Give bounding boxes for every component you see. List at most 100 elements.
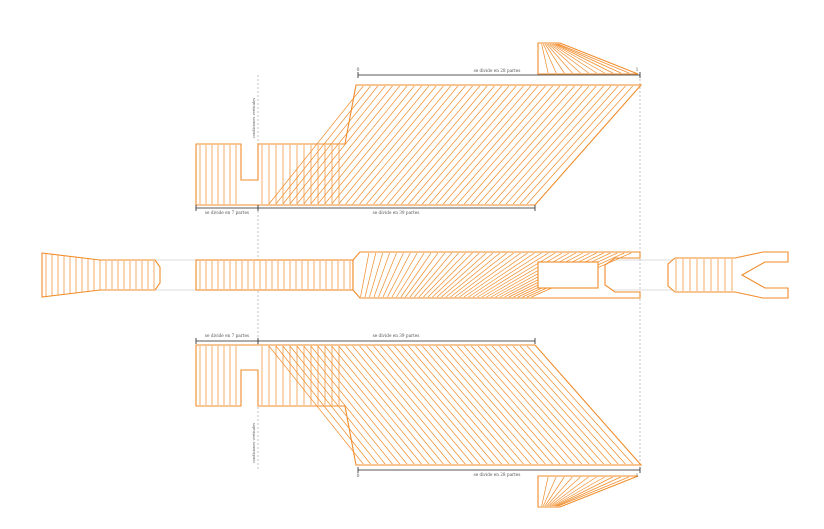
hatch-line xyxy=(429,345,532,465)
hatch-line xyxy=(282,85,379,205)
hatch-line xyxy=(422,85,524,205)
hatch-line xyxy=(541,43,549,74)
hatch-line xyxy=(387,252,411,298)
hatch-line xyxy=(556,43,621,74)
hatch-line xyxy=(551,476,597,507)
hatch-line xyxy=(310,345,408,465)
hatch-line xyxy=(369,252,384,298)
hatch-line xyxy=(512,85,619,205)
hatch-line xyxy=(289,85,386,205)
hatch-line xyxy=(338,85,437,205)
hatch-line xyxy=(405,252,439,298)
hatch-line xyxy=(331,345,430,465)
hatch-line xyxy=(549,476,589,507)
side-body-strip xyxy=(195,259,354,291)
hatch-line xyxy=(554,43,613,74)
hatch-line xyxy=(463,85,568,205)
top-nose-fin-hatch xyxy=(541,43,630,74)
hatch-line xyxy=(387,85,488,205)
hatch-line xyxy=(409,252,446,298)
hatch-line xyxy=(324,85,422,205)
hatch-line xyxy=(415,345,517,465)
top-main-panel xyxy=(195,84,643,206)
hatch-line xyxy=(526,345,633,465)
hatch-line xyxy=(549,43,589,74)
hatch-line xyxy=(378,252,397,298)
hatch-line xyxy=(548,43,581,74)
hatch-line xyxy=(400,252,432,298)
nose-cone-hatch xyxy=(45,253,155,297)
hatch-line xyxy=(477,85,583,205)
hatch-line xyxy=(554,476,613,507)
tail-piece xyxy=(667,251,789,299)
top-right-dimension-label: se divide en 39 partes xyxy=(373,210,420,215)
hatch-line xyxy=(484,85,590,205)
hatch-line xyxy=(422,345,524,465)
hatch-line xyxy=(443,345,546,465)
side-wing-section-hatch xyxy=(360,252,632,298)
hatch-line xyxy=(495,252,577,298)
hatch-line xyxy=(558,476,630,507)
hatch-line xyxy=(408,345,510,465)
hatch-line xyxy=(443,85,546,205)
hatch-line xyxy=(289,345,386,465)
bottom-view: se divide en 7 partes se divide en 39 pa… xyxy=(195,333,643,508)
hatch-line xyxy=(491,85,597,205)
hatch-line xyxy=(366,345,466,465)
hatch-line xyxy=(505,85,612,205)
hatch-line xyxy=(470,85,575,205)
hatch-line xyxy=(394,85,495,205)
hatch-line xyxy=(401,345,502,465)
hatch-line xyxy=(463,252,528,298)
hatch-line xyxy=(317,85,415,205)
hatch-line xyxy=(543,43,557,74)
hatch-line xyxy=(450,252,508,298)
top-dimension-label: se divide en 28 partes xyxy=(474,68,521,73)
hatch-line xyxy=(543,476,557,507)
hatch-line xyxy=(391,252,418,298)
hatch-line xyxy=(457,345,561,465)
hatch-line xyxy=(268,85,364,205)
hatch-line xyxy=(387,345,488,465)
hatch-line xyxy=(373,85,473,205)
hatch-line xyxy=(498,345,604,465)
hatch-line xyxy=(414,252,452,298)
hatch-line xyxy=(441,252,494,298)
hatch-line xyxy=(418,252,459,298)
hatch-line xyxy=(382,252,404,298)
hatch-line xyxy=(303,345,400,465)
hatch-line xyxy=(338,345,437,465)
hatch-line xyxy=(432,252,480,298)
hatch-line xyxy=(519,85,626,205)
hatch-line xyxy=(548,476,581,507)
top-vertical-label: condiciones verticales xyxy=(252,98,256,139)
hatch-line xyxy=(541,476,549,507)
hatch-line xyxy=(317,345,415,465)
hatch-line xyxy=(408,85,510,205)
hatch-line xyxy=(450,345,553,465)
hatch-line xyxy=(544,476,565,507)
hatch-line xyxy=(396,252,425,298)
hatch-line xyxy=(491,345,597,465)
top-left-dimension-label: se divide en 7 partes xyxy=(205,210,249,215)
hatch-line xyxy=(454,252,515,298)
hatch-line xyxy=(415,85,517,205)
hatch-line xyxy=(436,252,487,298)
hatch-line xyxy=(436,85,539,205)
hatch-line xyxy=(463,345,568,465)
bottom-nose-fin-hatch xyxy=(541,476,630,507)
hatch-line xyxy=(436,345,539,465)
hatch-line xyxy=(477,252,549,298)
hatch-line xyxy=(470,345,575,465)
side-inner-slot xyxy=(537,261,599,289)
bottom-main-panel xyxy=(195,344,643,466)
hatch-line xyxy=(303,85,400,205)
hatch-line xyxy=(519,345,626,465)
top-main-panel-hatch xyxy=(199,85,633,205)
top-view: se divide en 28 partes 0 1 se divide en … xyxy=(195,42,643,215)
hatch-line xyxy=(472,252,542,298)
hatch-line xyxy=(352,85,451,205)
hatch-line xyxy=(296,345,393,465)
hatch-line xyxy=(468,252,535,298)
hatch-line xyxy=(373,252,390,298)
